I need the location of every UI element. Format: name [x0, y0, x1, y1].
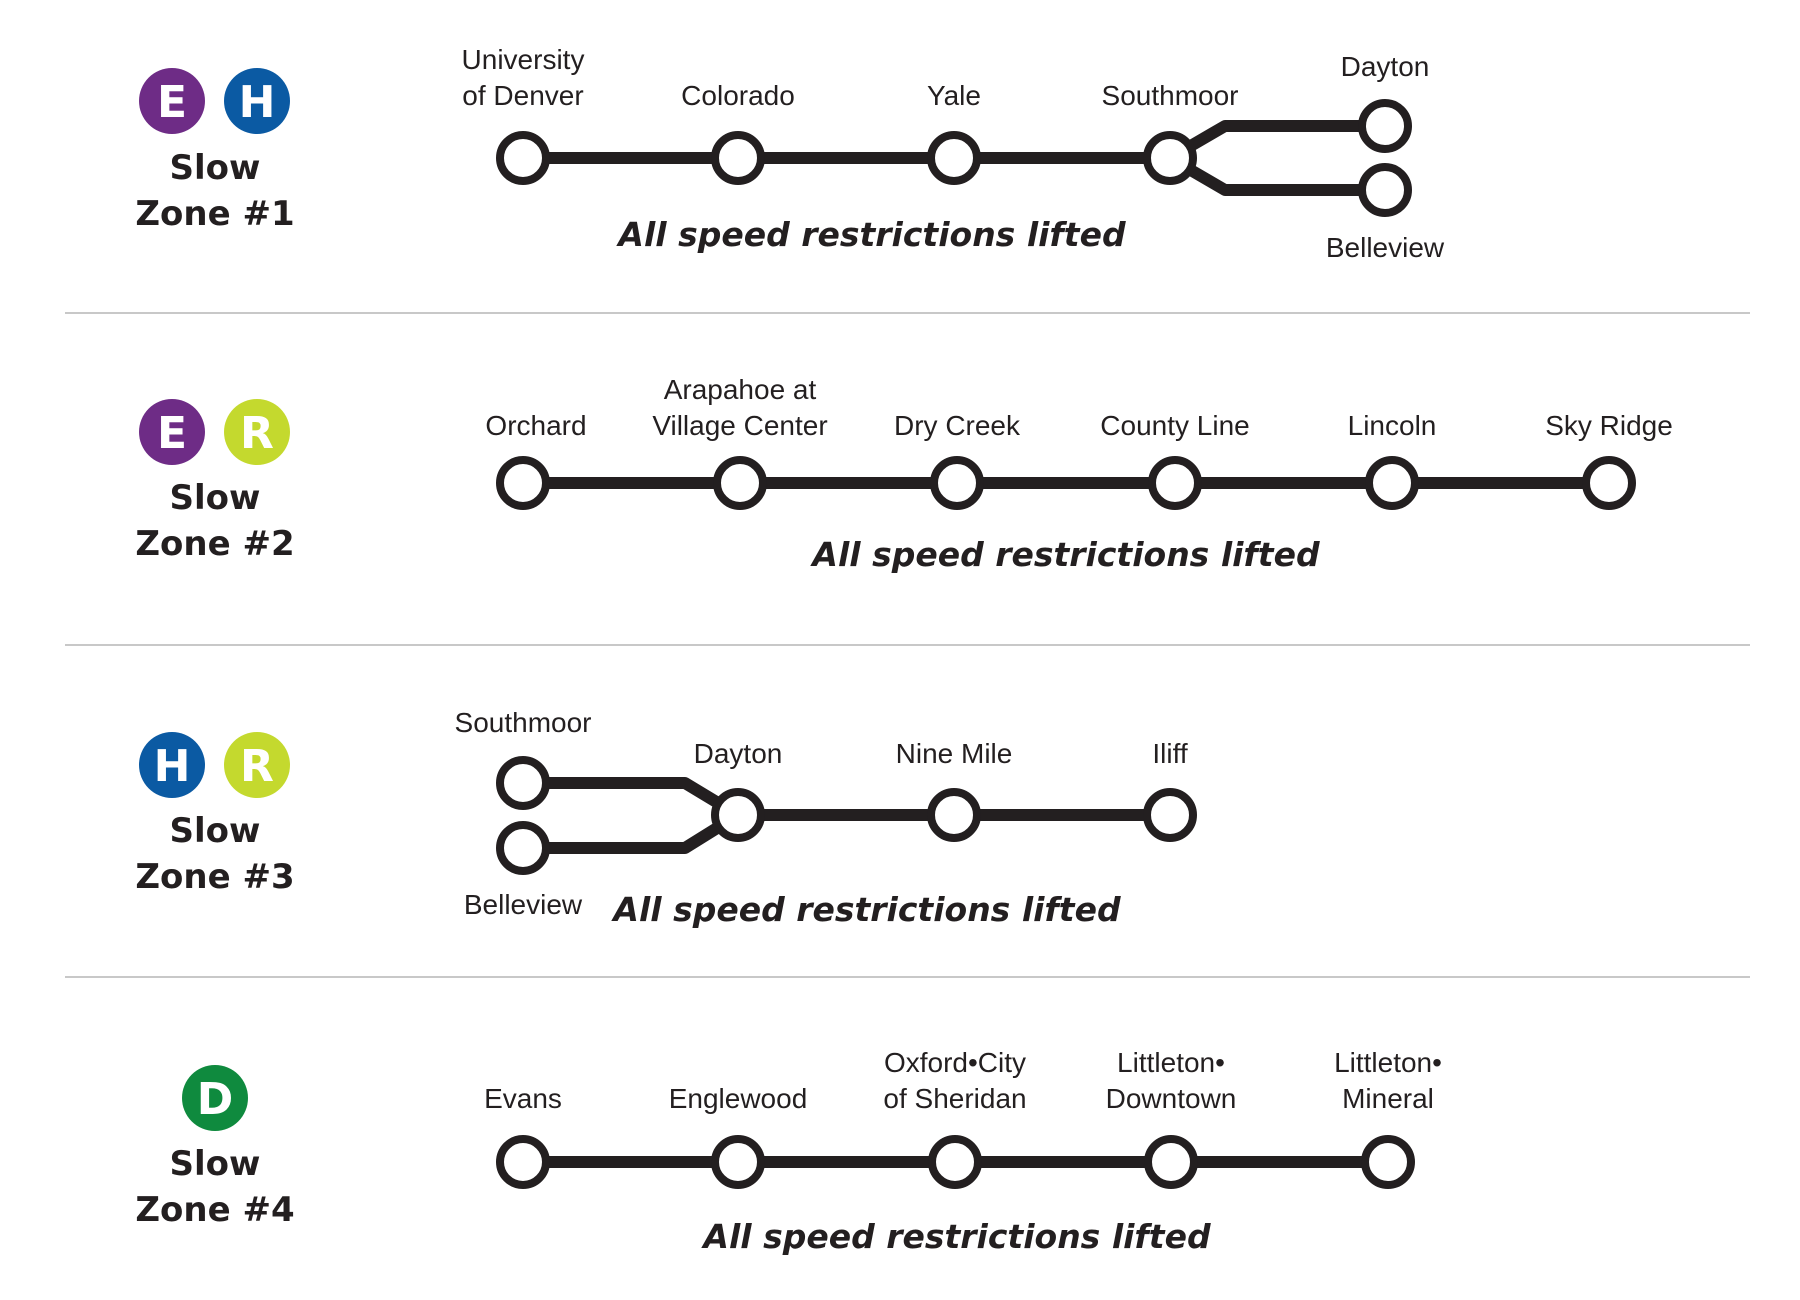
station-marker — [1361, 1135, 1415, 1189]
badge-letter: D — [197, 1074, 234, 1125]
zone-title: Slow Zone #1 — [100, 145, 330, 237]
divider — [65, 644, 1750, 646]
station-label-county-line: County Line — [1100, 410, 1250, 441]
badge-circle — [139, 732, 205, 798]
line-badge-d: D — [182, 1065, 248, 1131]
station-marker — [927, 131, 981, 185]
station-label-university-of-denver: University of Denver — [461, 44, 585, 111]
station-label-belleview: Belleview — [1325, 232, 1445, 263]
zone-title-line2: Zone #3 — [135, 857, 295, 897]
station-label-oxford-city-of-sheridan: Oxford•City of Sheridan — [883, 1047, 1027, 1114]
badge-circle — [224, 68, 290, 134]
station-marker — [496, 821, 550, 875]
line-badge-r: R — [224, 399, 290, 465]
station-marker — [496, 1135, 550, 1189]
station-marker — [1143, 131, 1197, 185]
station-label-southmoor: Southmoor — [1101, 80, 1239, 111]
station-label-dayton: Dayton — [1340, 51, 1430, 82]
station-label-belleview: Belleview — [463, 889, 583, 920]
zone-4-diagram: D — [182, 1065, 1415, 1189]
station-label-dry-creek: Dry Creek — [893, 410, 1021, 441]
badge-letter: E — [157, 408, 187, 459]
station-label-iliff: Iliff — [1152, 738, 1188, 769]
station-marker — [930, 456, 984, 510]
badge-letter: H — [239, 77, 276, 128]
station-marker — [927, 788, 981, 842]
station-marker — [1358, 163, 1412, 217]
station-label-arapahoe-at-village-center: Arapahoe at Village Center — [652, 374, 828, 441]
line-badge-e: E — [139, 399, 205, 465]
badge-letter: E — [157, 77, 187, 128]
track-branch-dayton — [1166, 120, 1385, 164]
station-marker — [1143, 788, 1197, 842]
status-text: All speed restrictions lifted — [812, 535, 1320, 574]
track-branch-belleview — [1166, 152, 1385, 196]
badge-letter: R — [240, 408, 274, 459]
badge-circle — [139, 399, 205, 465]
track-branch-southmoor — [523, 777, 742, 821]
zone-title-line2: Zone #2 — [135, 524, 295, 564]
line-badge-e: E — [139, 68, 205, 134]
station-label-dayton: Dayton — [693, 738, 783, 769]
divider — [65, 312, 1750, 314]
station-marker — [496, 131, 550, 185]
station-marker — [1358, 99, 1412, 153]
zone-title-line1: Slow — [169, 811, 261, 851]
status-text: All speed restrictions lifted — [618, 215, 1126, 254]
station-marker — [1365, 456, 1419, 510]
station-marker — [496, 456, 550, 510]
zone-title-line1: Slow — [169, 478, 261, 518]
station-marker — [711, 131, 765, 185]
badge-circle — [224, 732, 290, 798]
line-badge-h: H — [224, 68, 290, 134]
station-label-lincoln: Lincoln — [1347, 410, 1437, 441]
station-label-englewood: Englewood — [668, 1083, 808, 1114]
zone-title: Slow Zone #4 — [100, 1141, 330, 1233]
station-label-evans: Evans — [484, 1083, 562, 1114]
station-marker — [1144, 1135, 1198, 1189]
zone-title: Slow Zone #3 — [100, 808, 330, 900]
station-marker — [928, 1135, 982, 1189]
zone-title-line2: Zone #1 — [135, 194, 295, 234]
divider — [65, 976, 1750, 978]
station-label-sky-ridge: Sky Ridge — [1545, 410, 1673, 441]
zone-2-diagram: E R — [139, 399, 1636, 510]
station-marker — [711, 1135, 765, 1189]
station-label-littleton-downtown: Littleton• Downtown — [1105, 1047, 1237, 1114]
zone-3-diagram: H R — [139, 732, 1197, 875]
slow-zone-2: E R Slow Zone #2 Orchard Arapahoe at Vil… — [0, 313, 1800, 643]
badge-letter: R — [240, 741, 274, 792]
status-text: All speed restrictions lifted — [613, 890, 1121, 929]
badge-circle — [139, 68, 205, 134]
station-label-nine-mile: Nine Mile — [895, 738, 1013, 769]
status-text: All speed restrictions lifted — [703, 1217, 1211, 1256]
badge-circle — [224, 399, 290, 465]
station-label-colorado: Colorado — [681, 80, 795, 111]
zone-title: Slow Zone #2 — [100, 475, 330, 567]
slow-zone-3: H R Slow Zone #3 Southmoor Belleview Day… — [0, 645, 1800, 975]
station-marker — [1148, 456, 1202, 510]
station-marker — [1582, 456, 1636, 510]
line-badge-h: H — [139, 732, 205, 798]
slow-zone-1: E H Slow Zone #1 University of Denver Co… — [0, 0, 1800, 310]
station-label-southmoor: Southmoor — [454, 707, 592, 738]
zone-title-line1: Slow — [169, 148, 261, 188]
line-badge-r: R — [224, 732, 290, 798]
zone-title-line2: Zone #4 — [135, 1190, 295, 1230]
station-marker — [713, 456, 767, 510]
station-label-orchard: Orchard — [485, 410, 587, 441]
station-marker — [711, 788, 765, 842]
station-label-yale: Yale — [927, 80, 981, 111]
slow-zone-4: D Slow Zone #4 Evans Englewood Oxford•Ci… — [0, 977, 1800, 1300]
badge-circle — [182, 1065, 248, 1131]
station-label-littleton-mineral: Littleton• Mineral — [1334, 1047, 1442, 1114]
station-marker — [496, 756, 550, 810]
zone-title-line1: Slow — [169, 1144, 261, 1184]
zone-1-diagram: E H — [139, 68, 1412, 217]
track-branch-belleview — [523, 809, 742, 854]
badge-letter: H — [154, 741, 191, 792]
